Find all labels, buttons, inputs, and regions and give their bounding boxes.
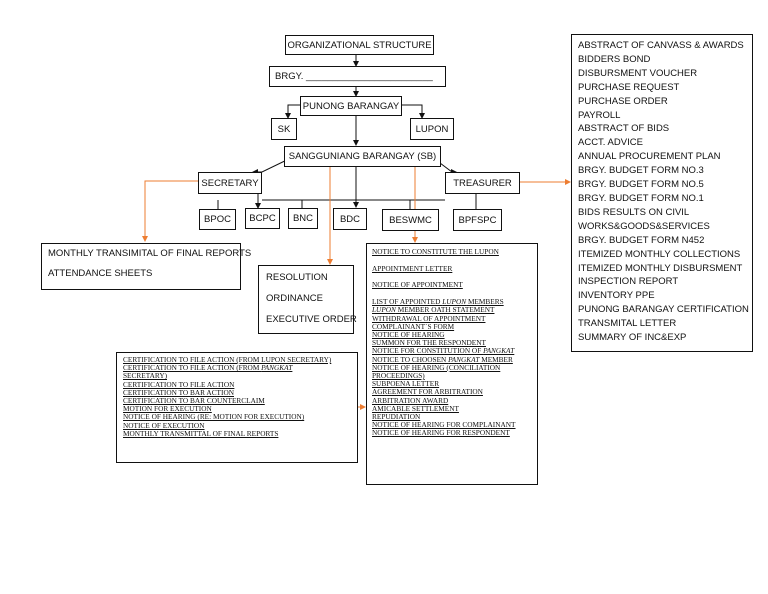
list-item: BIDDERS BOND bbox=[578, 53, 651, 65]
list-item: INSPECTION REPORT bbox=[578, 276, 679, 288]
list-item: ABSTRACT OF BIDS bbox=[578, 123, 670, 135]
list-item: BRGY. BUDGET FORM NO.3 bbox=[578, 165, 704, 177]
list-item: REPUDIATION bbox=[372, 411, 421, 421]
sk-box: SK bbox=[271, 118, 297, 140]
list-item: WORKS&GOODS&SERVICES bbox=[578, 220, 710, 232]
list-item: BRGY. BUDGET FORM NO.5 bbox=[578, 179, 704, 191]
list-item: MOTION FOR EXECUTION bbox=[123, 404, 212, 414]
list-item: PURCHASE REQUEST bbox=[578, 81, 680, 93]
list-item: NOTICE OF HEARING (CONCILIATION bbox=[372, 362, 501, 372]
list-item: ITEMIZED MONTHLY COLLECTIONS bbox=[578, 248, 741, 260]
list-item: ORDINANCE bbox=[266, 293, 324, 304]
list-item: NOTICE FOR CONSTITUTION OF PANGKAT bbox=[372, 346, 515, 356]
list-item: NOTICE OF EXECUTION bbox=[123, 420, 205, 430]
list-item: ATTENDANCE SHEETS bbox=[48, 268, 153, 279]
sb-documents-list: RESOLUTION ORDINANCE EXECUTIVE ORDER bbox=[258, 265, 357, 334]
committee-bpfspc: BPFSPC bbox=[453, 209, 502, 231]
punong-barangay-box: PUNONG BARANGAY bbox=[300, 96, 402, 116]
treasurer-documents-list: ABSTRACT OF CANVASS & AWARDS BIDDERS BON… bbox=[571, 34, 753, 352]
list-item: LUPON MEMBER OATH STATEMENT bbox=[372, 305, 495, 315]
list-item: SUMMARY OF INC&EXP bbox=[578, 332, 687, 344]
list-item: NOTICE OF HEARING bbox=[372, 329, 445, 339]
treasurer-box: TREASURER bbox=[445, 172, 520, 194]
secretary-box: SECRETARY bbox=[198, 172, 262, 194]
list-item: ABSTRACT OF CANVASS & AWARDS bbox=[578, 40, 744, 51]
list-item: BIDS RESULTS ON CIVIL bbox=[578, 206, 690, 218]
org-structure-title: ORGANIZATIONAL STRUCTURE bbox=[285, 35, 434, 55]
list-item: TRANSMITAL LETTER bbox=[578, 318, 677, 330]
list-item: SECRETARY) bbox=[123, 371, 168, 381]
list-item: APPOINTMENT LETTER bbox=[372, 263, 453, 273]
list-item: INVENTORY PPE bbox=[578, 290, 655, 302]
committee-bcpc: BCPC bbox=[245, 208, 280, 229]
list-item: RESOLUTION bbox=[266, 272, 328, 283]
list-item: CERTIFICATION TO FILE ACTION (FROM LUPON… bbox=[123, 355, 332, 364]
list-item: AMICABLE SETTLEMENT bbox=[372, 403, 459, 413]
committee-bdc: BDC bbox=[333, 208, 367, 230]
list-item: PUNONG BARANGAY CERTIFICATION bbox=[578, 304, 749, 316]
list-item: PAYROLL bbox=[578, 109, 621, 121]
list-item: DISBURSMENT VOUCHER bbox=[578, 67, 698, 79]
list-item: CERTIFICATION TO FILE ACTION bbox=[123, 379, 235, 389]
list-item: ACCT. ADVICE bbox=[578, 137, 643, 149]
lupon-box: LUPON bbox=[410, 118, 454, 140]
list-item: BRGY. BUDGET FORM N452 bbox=[578, 234, 705, 246]
secretary-documents-list: MONTHLY TRANSIMITAL OF FINAL REPORTS ATT… bbox=[41, 243, 252, 290]
list-item: NOTICE OF HEARING FOR COMPLAINANT bbox=[372, 420, 516, 430]
list-item: NOTICE OF HEARING (RE: MOTION FOR EXECUT… bbox=[123, 412, 305, 422]
list-item: NOTICE TO CONSTITUTE THE LUPON bbox=[372, 247, 499, 256]
list-item: LIST OF APPOINTED LUPON MEMBERS bbox=[372, 297, 504, 307]
list-item: NOTICE OF APPOINTMENT bbox=[372, 280, 463, 290]
list-item: ARBITRATION AWARD bbox=[372, 395, 449, 405]
list-item: ANNUAL PROCUREMENT PLAN bbox=[578, 151, 721, 163]
list-item: AGREEMENT FOR ARBITRATION bbox=[372, 387, 483, 397]
brgy-name-box: BRGY. ________________________ bbox=[269, 66, 446, 87]
list-item: CERTIFICATION TO FILE ACTION (FROM PANGK… bbox=[123, 363, 293, 373]
list-item: NOTICE TO CHOOSEN PANGKAT MEMBER bbox=[372, 354, 513, 364]
list-item: SUBPOENA LETTER bbox=[372, 379, 440, 389]
committee-bnc: BNC bbox=[288, 208, 318, 229]
list-item: MONTHLY TRANSMITTAL OF FINAL REPORTS bbox=[123, 428, 279, 438]
list-item: CERTIFICATION TO BAR ACTION bbox=[123, 387, 234, 397]
list-item: BRGY. BUDGET FORM NO.1 bbox=[578, 192, 704, 204]
certification-documents-list: CERTIFICATION TO FILE ACTION (FROM LUPON… bbox=[116, 352, 358, 463]
list-item: NOTICE OF HEARING FOR RESPONDENT bbox=[372, 428, 510, 438]
sangguniang-barangay-box: SANGGUNIANG BARANGAY (SB) bbox=[284, 146, 441, 167]
list-item: PURCHASE ORDER bbox=[578, 95, 668, 107]
list-item: WITHDRAWAL OF APPOINTMENT bbox=[372, 313, 486, 323]
list-item: CERTIFICATION TO BAR COUNTERCLAIM bbox=[123, 396, 265, 406]
committee-beswmc: BESWMC bbox=[382, 209, 439, 231]
list-item: PROCEEDINGS) bbox=[372, 370, 425, 380]
list-item: SUMMON FOR THE RESPONDENT bbox=[372, 338, 486, 348]
list-item: MONTHLY TRANSIMITAL OF FINAL REPORTS bbox=[48, 248, 252, 259]
list-item: EXECUTIVE ORDER bbox=[266, 314, 357, 325]
committee-bpoc: BPOC bbox=[199, 209, 236, 230]
list-item: ITEMIZED MONTHLY DISBURSMENT bbox=[578, 262, 743, 274]
list-item: COMPLAINANT`S FORM bbox=[372, 321, 455, 331]
lupon-documents-list: NOTICE TO CONSTITUTE THE LUPON APPOINTME… bbox=[366, 243, 538, 485]
